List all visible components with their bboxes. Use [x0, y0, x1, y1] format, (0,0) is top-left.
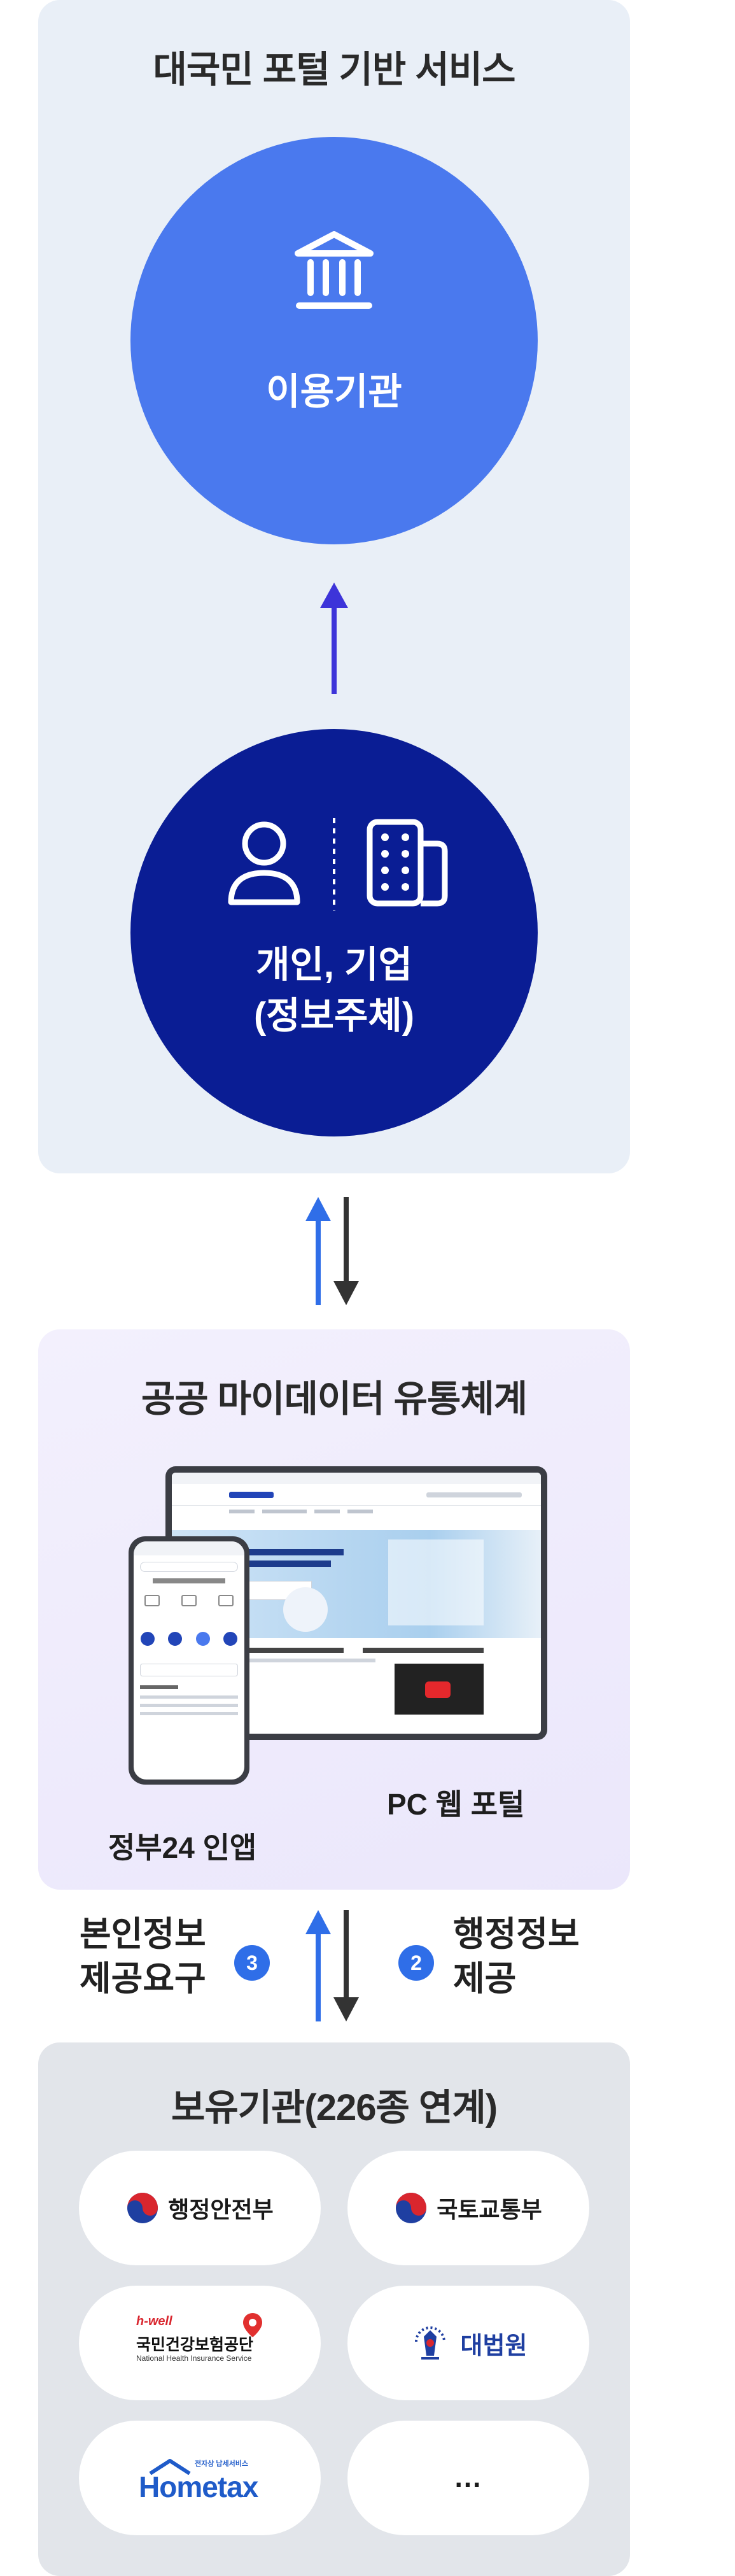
- mydata-panel: 공공 마이데이터 유통체계: [38, 1329, 630, 1890]
- data-subject-label-1: 개인, 기업: [256, 944, 412, 986]
- org-name: Hometax: [139, 2470, 258, 2503]
- location-pin-icon: [243, 2313, 262, 2337]
- mydata-title: 공공 마이데이터 유통체계: [141, 1378, 528, 1420]
- portal-service-panel: 대국민 포털 기반 서비스 이용기관: [38, 0, 630, 1173]
- data-subject-circle: 개인, 기업 (정보주체): [130, 729, 538, 1136]
- building-icon: [367, 819, 448, 907]
- step-number-badge: 2: [398, 1945, 434, 1981]
- house-roof-icon: [149, 2459, 191, 2475]
- request-label-line1: 본인정보: [80, 1915, 206, 1953]
- request-label: 본인정보 제공요구: [80, 1912, 206, 2001]
- org-name: 대법원: [460, 2332, 528, 2360]
- org-pill-supreme-court: 대법원: [347, 2286, 589, 2400]
- taegeuk-logo-icon: [127, 2193, 158, 2223]
- agency-label: 이용기관: [266, 371, 402, 413]
- pc-portal-label: PC 웹 포털: [387, 1788, 525, 1821]
- provide-label: 행정정보 제공: [453, 1912, 580, 2001]
- agency-circle: 이용기관: [130, 137, 538, 544]
- org-name: 국민건강보험공단: [136, 2336, 254, 2354]
- org-name: 국토교통부: [437, 2197, 542, 2223]
- holding-agencies-title: 보유기관(226종 연계): [171, 2087, 498, 2128]
- provide-label-line2: 제공: [453, 1960, 517, 1999]
- gov24-app-screenshot: [129, 1536, 249, 1785]
- person-icon: [228, 821, 300, 905]
- org-pill-nhis: h-well 국민건강보험공단 National Health Insuranc…: [79, 2286, 321, 2400]
- bidirectional-arrows-top: [305, 1197, 359, 1305]
- divider-dashed: [333, 818, 335, 910]
- org-pill-more: ...: [347, 2421, 589, 2535]
- more-ellipsis: ...: [454, 2462, 482, 2493]
- request-label-line2: 제공요구: [80, 1960, 206, 1999]
- org-pill-mois: 행정안전부: [79, 2151, 321, 2265]
- data-subject-label-2: (정보주체): [253, 995, 415, 1037]
- court-emblem-icon: [414, 2326, 445, 2360]
- bank-icon: [295, 231, 374, 309]
- arrow-up-icon: [320, 583, 348, 694]
- step-number-badge: 3: [234, 1945, 270, 1981]
- provide-label-line1: 행정정보: [453, 1915, 580, 1953]
- holding-agencies-panel: 보유기관(226종 연계) 행정안전부 국토교통부 h-well 국민건강보험공…: [38, 2042, 630, 2576]
- org-name: 행정안전부: [168, 2197, 274, 2223]
- gov24-app-label: 정부24 인앱: [108, 1831, 257, 1864]
- bidirectional-arrows-bottom: [305, 1910, 359, 2021]
- portal-service-title: 대국민 포털 기반 서비스: [153, 49, 516, 90]
- hometax-tagline: 전자상 납세서비스: [195, 2460, 249, 2468]
- nhis-brand: h-well: [136, 2314, 172, 2328]
- org-pill-molit: 국토교통부: [347, 2151, 589, 2265]
- org-subname: National Health Insurance Service: [136, 2354, 252, 2363]
- org-pill-hometax: 전자상 납세서비스 Hometax: [79, 2421, 321, 2535]
- taegeuk-logo-icon: [396, 2193, 427, 2223]
